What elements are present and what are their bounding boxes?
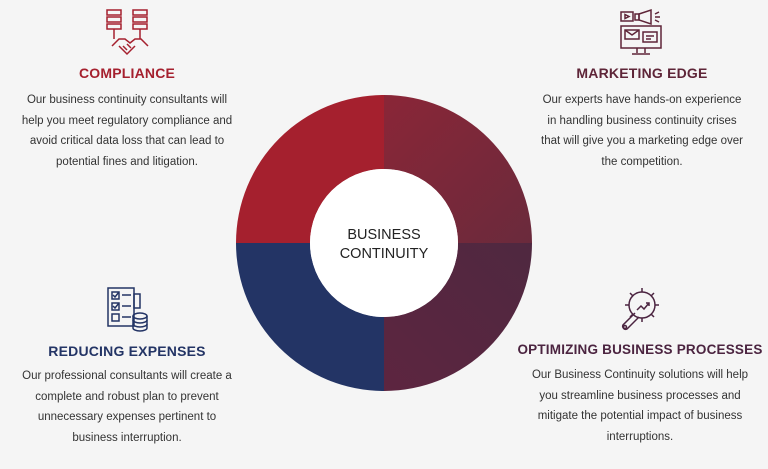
center-title-line-2: CONTINUITY — [340, 246, 429, 262]
reducing-line-1: Our professional consultants will create… — [22, 370, 232, 382]
marketing-line-2: in handling business continuity crises — [547, 114, 737, 127]
checklist-coins-icon — [107, 287, 148, 332]
marketing-line-1: Our experts have hands-on experience — [542, 94, 742, 106]
gear-wrench-icon — [621, 288, 659, 331]
optimizing-line-3: mitigate the potential impact of busines… — [537, 410, 743, 422]
compliance-line-3: avoid critical data loss that can lead t… — [29, 135, 225, 147]
marketing-line-3: that will give you a marketing edge over — [541, 135, 743, 147]
reducing-expenses-title: REDUCING EXPENSES — [48, 343, 206, 359]
marketing-line-4: the competition. — [601, 155, 683, 168]
optimizing-section: OPTIMIZING BUSINESS PROCESSES Our Busine… — [512, 285, 768, 447]
server-handshake-icon — [106, 9, 149, 56]
optimizing-line-4: interruptions. — [606, 430, 674, 443]
compliance-line-4: potential fines and litigation. — [56, 155, 198, 168]
optimizing-description: Our Business Continuity solutions will h… — [512, 365, 768, 447]
optimizing-title: OPTIMIZING BUSINESS PROCESSES — [517, 342, 763, 357]
reducing-line-4: business interruption. — [72, 431, 182, 444]
optimizing-line-1: Our Business Continuity solutions will h… — [531, 369, 749, 381]
compliance-line-2: help you meet regulatory compliance and — [21, 114, 233, 127]
compliance-section: COMPLIANCE Our business continuity consu… — [6, 8, 248, 172]
optimizing-line-2: you streamline business processes and — [539, 389, 741, 402]
marketing-title: MARKETING EDGE — [576, 65, 708, 81]
ring-segment-optimizing — [384, 243, 532, 391]
compliance-line-1: Our business continuity consultants will — [26, 94, 228, 106]
ring-center — [310, 169, 458, 317]
center-title-line-1: BUSINESS — [347, 227, 420, 243]
marketing-screen-megaphone-icon — [620, 8, 662, 55]
marketing-section: MARKETING EDGE Our experts have hands-on… — [522, 8, 762, 172]
reducing-expenses-description: Our professional consultants will create… — [6, 366, 248, 448]
reducing-line-3: unnecessary expenses pertinent to — [37, 411, 217, 423]
ring-segment-reducing — [236, 243, 384, 391]
ring-segment-marketing — [384, 95, 532, 243]
continuity-ring: BUSINESS CONTINUITY — [236, 95, 532, 391]
reducing-expenses-section: REDUCING EXPENSES Our professional consu… — [6, 286, 248, 448]
compliance-description: Our business continuity consultants will… — [6, 90, 248, 172]
reducing-line-2: complete and robust plan to prevent — [35, 390, 219, 403]
ring-segment-compliance — [236, 95, 384, 243]
marketing-description: Our experts have hands-on experience in … — [522, 90, 762, 172]
compliance-title: COMPLIANCE — [78, 65, 176, 81]
